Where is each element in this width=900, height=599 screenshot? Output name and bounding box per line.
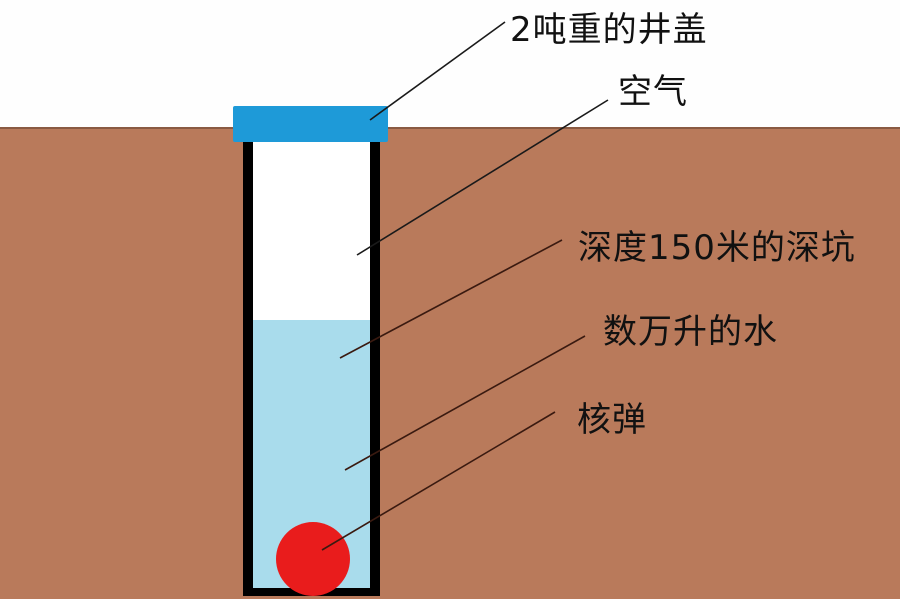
- pit-shaft: [243, 138, 380, 596]
- manhole-lid: [233, 106, 388, 142]
- leader-line-pit: [339, 239, 563, 359]
- leader-line-lid: [369, 21, 506, 121]
- label-pit: 深度150米的深坑: [578, 228, 856, 268]
- leader-line-warhead: [321, 411, 556, 551]
- leader-line-air: [356, 99, 609, 256]
- label-water: 数万升的水: [603, 312, 778, 352]
- label-air: 空气: [618, 72, 688, 112]
- sky-background: [0, 0, 900, 127]
- leader-line-water: [344, 335, 586, 471]
- nuclear-warhead: [276, 522, 350, 596]
- label-lid: 2吨重的井盖: [510, 10, 708, 50]
- label-warhead: 核弹: [577, 400, 647, 440]
- ground-soil: [0, 127, 900, 599]
- shaft-interior: [253, 138, 370, 588]
